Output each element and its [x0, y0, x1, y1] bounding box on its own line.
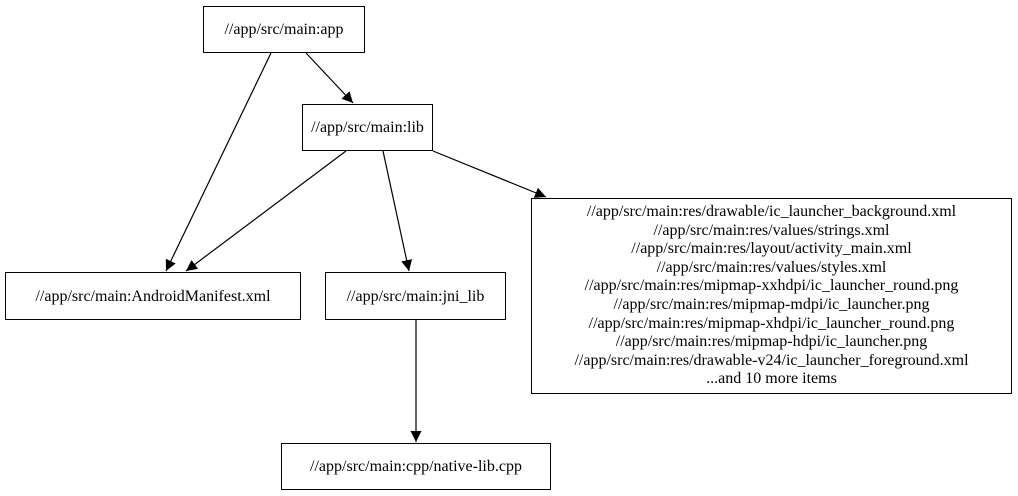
resource-file-list: //app/src/main:res/drawable/ic_launcher_…: [574, 203, 968, 389]
more-items-note: ...and 10 more items: [706, 370, 837, 388]
node-label: //app/src/main:app: [224, 21, 344, 38]
resource-file-item: //app/src/main:res/mipmap-xhdpi/ic_launc…: [588, 314, 955, 332]
resource-file-item: //app/src/main:res/values/strings.xml: [653, 221, 890, 239]
node-jni-lib-target[interactable]: //app/src/main:jni_lib: [325, 272, 506, 320]
resource-file-item: //app/src/main:res/layout/activity_main.…: [631, 240, 912, 258]
edge-app-to-lib: [305, 52, 354, 104]
node-android-manifest[interactable]: //app/src/main:AndroidManifest.xml: [5, 272, 301, 320]
edge-lib-to-manifest: [185, 150, 347, 272]
node-app-target[interactable]: //app/src/main:app: [203, 6, 365, 53]
resource-file-item: //app/src/main:res/drawable/ic_launcher_…: [586, 203, 957, 221]
resource-file-item: //app/src/main:res/values/styles.xml: [656, 258, 887, 276]
node-lib-target[interactable]: //app/src/main:lib: [302, 104, 433, 151]
resource-file-item: //app/src/main:res/mipmap-mdpi/ic_launch…: [613, 296, 930, 313]
node-resource-files[interactable]: //app/src/main:res/drawable/ic_launcher_…: [531, 198, 1012, 394]
node-label: //app/src/main:AndroidManifest.xml: [35, 287, 271, 305]
resource-file-item: //app/src/main:res/mipmap-hdpi/ic_launch…: [615, 333, 928, 351]
resource-file-item: //app/src/main:res/drawable-v24/ic_launc…: [574, 351, 969, 369]
node-label: //app/src/main:jni_lib: [346, 287, 485, 305]
node-label: //app/src/main:cpp/native-lib.cpp: [310, 458, 522, 475]
edge-app-to-manifest: [165, 52, 272, 272]
resource-file-item: //app/src/main:res/mipmap-xxhdpi/ic_laun…: [584, 277, 959, 295]
edge-lib-to-resources: [432, 150, 547, 198]
node-native-lib-cpp[interactable]: //app/src/main:cpp/native-lib.cpp: [281, 443, 551, 490]
node-label: //app/src/main:lib: [311, 119, 424, 136]
edge-lib-to-jni-lib: [382, 150, 413, 272]
